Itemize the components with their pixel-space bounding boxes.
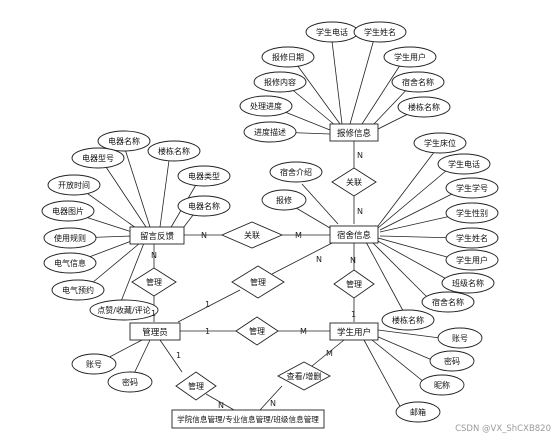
attribute-label: 处理进度 (250, 101, 282, 111)
relationship-top: 关联 (331, 167, 377, 197)
attributes-admin: 账号 密码 (71, 353, 153, 393)
relationship-dorm-student: 管理 (333, 269, 375, 299)
attribute-label: 楼栋名称 (392, 315, 424, 325)
relationship-student-bottom: 查看/增删 (277, 361, 331, 391)
attributes-message: 电器名称 电器型号 楼栋名称 开放时间 电器类型 电器图片 电器名称 使用规则 … (41, 130, 231, 321)
attribute-label: 电器名称 (108, 136, 140, 146)
attribute-label: 点赞/收藏/评论 (97, 305, 150, 315)
cardinality-label: M (300, 327, 307, 336)
cardinality-labels: N N N M N 1 1 N N 1 1 M 1 N M N (151, 151, 363, 410)
cardinality-label: N (357, 207, 363, 216)
cardinality-label: M (326, 349, 333, 358)
attribute-label: 邮箱 (410, 407, 426, 417)
attribute-label: 楼栋名称 (158, 146, 190, 156)
watermark-text: CSDN @VX_ShCXB820 (455, 424, 551, 434)
entity-student-user: 学生用户 (329, 322, 379, 341)
attribute-label: 电器图片 (52, 206, 84, 216)
attribute-label: 账号 (452, 334, 468, 343)
entity-label: 学院信息管理/专业信息管理/班级信息管理 (177, 414, 319, 424)
attribute-label: 班级名称 (452, 278, 484, 288)
relationship-label: 查看/增删 (287, 371, 322, 381)
cardinality-label: N (270, 399, 276, 408)
attribute-label: 学生用户 (394, 52, 426, 62)
cardinality-label: N (151, 251, 157, 260)
attribute-label: 学生电话 (316, 27, 348, 37)
relationship-label: 管理 (188, 381, 204, 391)
attributes-student: 账号 密码 昵称 邮箱 (395, 327, 483, 423)
cardinality-label: 1 (176, 351, 181, 360)
attribute-label: 电气预约 (62, 285, 94, 295)
attribute-label: 密码 (444, 356, 460, 366)
attribute-label: 学生学号 (456, 183, 488, 193)
entity-message-feedback: 留言反馈 (129, 226, 185, 245)
cardinality-label: N (218, 401, 224, 410)
cardinality-label: N (201, 231, 207, 240)
attribute-label: 密码 (122, 377, 138, 387)
attribute-label: 报修内容 (264, 77, 296, 87)
relationship-admin-bottom: 管理 (175, 371, 217, 401)
relationship-admin-student: 管理 (235, 316, 279, 346)
relationship-message-admin: 管理 (131, 267, 177, 297)
entity-label: 报修信息 (337, 128, 372, 139)
cardinality-label: M (295, 231, 302, 240)
attribute-label: 账号 (86, 360, 102, 369)
attribute-label: 学生性别 (456, 208, 488, 218)
entity-label: 学生用户 (337, 327, 371, 338)
entity-dorm-info: 宿舍信息 (329, 225, 379, 244)
attribute-label: 进度描述 (254, 127, 286, 137)
attribute-label: 宿舍名称 (402, 77, 434, 87)
cardinality-label: 1 (351, 310, 356, 319)
relationship-label: 关联 (244, 230, 260, 240)
attribute-label: 学生姓名 (456, 233, 488, 243)
relationship-label: 关联 (346, 177, 362, 187)
attribute-label: 昵称 (434, 380, 450, 390)
attribute-label: 电气信息 (54, 258, 86, 268)
relationship-admin-dorm: 管理 (231, 265, 285, 299)
entity-label: 宿舍信息 (337, 230, 372, 241)
cardinality-label: 1 (151, 309, 156, 318)
entity-label: 留言反馈 (140, 231, 175, 242)
attribute-label: 开放时间 (58, 180, 90, 190)
cardinality-label: 1 (205, 327, 210, 336)
attribute-label: 报修 (276, 195, 292, 205)
attributes-dorm: 宿舍介绍 报修 学生床位 学生电话 学生学号 学生性别 学生姓名 学生用户 班级… (261, 132, 499, 331)
attribute-label: 学生用户 (456, 255, 488, 265)
attribute-label: 电器名称 (188, 201, 220, 211)
cardinality-label: N (350, 256, 356, 265)
entity-label: 管理员 (142, 327, 168, 338)
attribute-label: 学生姓名 (364, 27, 396, 37)
attribute-label: 电器型号 (82, 153, 114, 163)
entity-college-major-class: 学院信息管理/专业信息管理/班级信息管理 (171, 409, 325, 429)
cardinality-label: N (316, 255, 322, 264)
attribute-label: 报修日期 (272, 52, 304, 62)
relationship-label: 管理 (250, 277, 266, 287)
attribute-label: 宿舍名称 (432, 297, 464, 307)
attribute-label: 电器类型 (188, 171, 220, 181)
attribute-label: 宿舍介绍 (280, 167, 312, 177)
relationship-label: 管理 (249, 326, 265, 336)
entity-repair-info: 报修信息 (329, 123, 379, 142)
connector-lines (69, 31, 461, 411)
cardinality-label: N (357, 151, 363, 160)
attribute-label: 楼栋名称 (408, 102, 440, 112)
relationship-label: 管理 (146, 277, 162, 287)
relationship-label: 管理 (346, 279, 362, 289)
cardinality-label: 1 (205, 300, 210, 309)
attribute-label: 学生电话 (448, 159, 480, 169)
attribute-label: 学生床位 (424, 138, 456, 148)
attribute-label: 使用规则 (54, 233, 86, 243)
entity-admin: 管理员 (129, 322, 181, 341)
relationship-message-dorm: 关联 (220, 221, 284, 249)
attributes-repair: 学生电话 学生姓名 学生用户 报修日期 报修内容 宿舍名称 处理进度 楼栋名称 … (239, 21, 451, 143)
